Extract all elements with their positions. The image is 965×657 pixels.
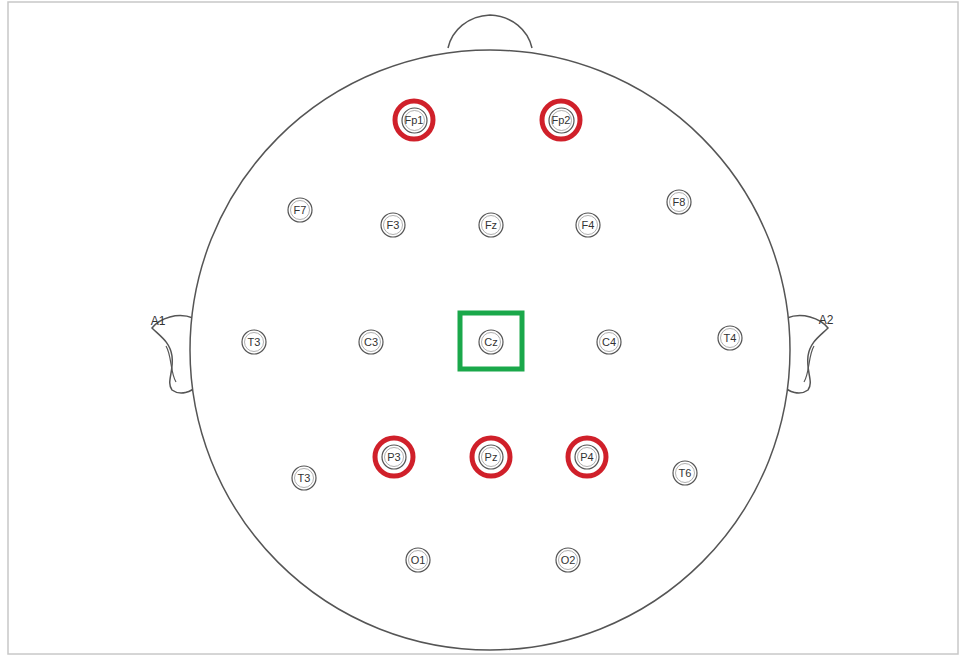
ear-label: A1 — [151, 314, 166, 328]
electrode-inner-ring — [559, 551, 578, 570]
electrode: T4 — [717, 325, 743, 351]
electrode-ring — [359, 330, 383, 354]
electrode-label: O2 — [561, 555, 576, 566]
electrode-inner-ring — [676, 464, 695, 483]
electrode-ring — [381, 213, 405, 237]
electrode-ring — [479, 330, 503, 354]
electrode: O1 — [405, 547, 431, 573]
ear-label: A2 — [819, 313, 834, 327]
electrode-ring — [549, 108, 574, 133]
electrode: C4 — [596, 329, 622, 355]
electrode-label: T6 — [679, 468, 692, 479]
electrode-label: C4 — [602, 337, 616, 348]
electrode-ring — [597, 330, 621, 354]
electrode: Cz — [478, 329, 504, 355]
electrode-label: Fp2 — [552, 115, 571, 126]
electrode-label: F4 — [582, 220, 595, 231]
electrode: Fz — [478, 212, 504, 238]
electrode-label: T3 — [248, 337, 261, 348]
electrode-inner-ring — [579, 216, 598, 235]
electrode-ring — [718, 326, 742, 350]
electrode-label: Fz — [485, 220, 497, 231]
highlight-ring — [472, 438, 510, 476]
highlight-rings — [375, 101, 606, 476]
electrode: F7 — [287, 197, 313, 223]
electrode-label: O1 — [411, 555, 426, 566]
electrode-label: F3 — [387, 220, 400, 231]
electrode-inner-ring — [295, 469, 314, 488]
electrode-ring — [667, 190, 691, 214]
electrode-inner-ring — [600, 333, 619, 352]
electrode-label: P3 — [387, 452, 400, 463]
electrode-ring — [576, 213, 600, 237]
electrode-inner-ring — [482, 333, 501, 352]
electrode-ring — [479, 445, 503, 469]
electrode-inner-ring — [404, 110, 424, 130]
electrode-label: Pz — [485, 452, 498, 463]
electrode-label: C3 — [364, 337, 378, 348]
highlight-ring — [542, 101, 580, 139]
electrode-ring — [575, 445, 599, 469]
electrode-inner-ring — [409, 551, 428, 570]
electrode-label: Fp1 — [405, 115, 424, 126]
highlight-ring — [375, 438, 413, 476]
electrode: T6 — [672, 460, 698, 486]
electrode: Fp2 — [548, 107, 575, 134]
nose — [448, 15, 532, 48]
electrode-inner-ring — [384, 216, 403, 235]
electrode-inner-ring — [551, 110, 571, 130]
highlight-ring — [395, 101, 433, 139]
electrode: P4 — [574, 444, 600, 470]
electrode-label: F7 — [294, 205, 307, 216]
electrode-label: P4 — [580, 452, 593, 463]
highlight-square — [460, 313, 522, 369]
electrode-ring — [402, 108, 427, 133]
electrode-ring — [406, 548, 430, 572]
electrode: F4 — [575, 212, 601, 238]
electrode-ring — [288, 198, 312, 222]
electrode: Pz — [478, 444, 504, 470]
electrode-inner-ring — [362, 333, 381, 352]
electrode-inner-ring — [670, 193, 689, 212]
electrode: C3 — [358, 329, 384, 355]
electrode-label: T4 — [724, 333, 737, 344]
electrode-ring — [292, 466, 316, 490]
electrode: O2 — [555, 547, 581, 573]
electrode-inner-ring — [385, 448, 404, 467]
highlight-ring — [568, 438, 606, 476]
electrode-inner-ring — [245, 333, 264, 352]
electrode: Fp1 — [401, 107, 428, 134]
head-outline — [190, 50, 790, 650]
right-ear-fold — [804, 346, 814, 382]
electrode-label: Cz — [484, 337, 497, 348]
electrode-ring — [242, 330, 266, 354]
electrode: F8 — [666, 189, 692, 215]
electrode-ring — [382, 445, 406, 469]
electrode-inner-ring — [482, 448, 501, 467]
electrode: T3 — [291, 465, 317, 491]
electrode-inner-ring — [578, 448, 597, 467]
electrode-inner-ring — [721, 329, 740, 348]
electrode-inner-ring — [291, 201, 310, 220]
electrode-ring — [673, 461, 697, 485]
frame — [8, 2, 958, 654]
electrode-ring — [479, 213, 503, 237]
left-ear-fold — [166, 346, 176, 382]
electrode: P3 — [381, 444, 407, 470]
electrode-ring — [556, 548, 580, 572]
electrode: T3 — [241, 329, 267, 355]
electrode: F3 — [380, 212, 406, 238]
electrode-label: F8 — [673, 197, 686, 208]
electrode-label: T3 — [298, 473, 311, 484]
electrode-inner-ring — [482, 216, 501, 235]
